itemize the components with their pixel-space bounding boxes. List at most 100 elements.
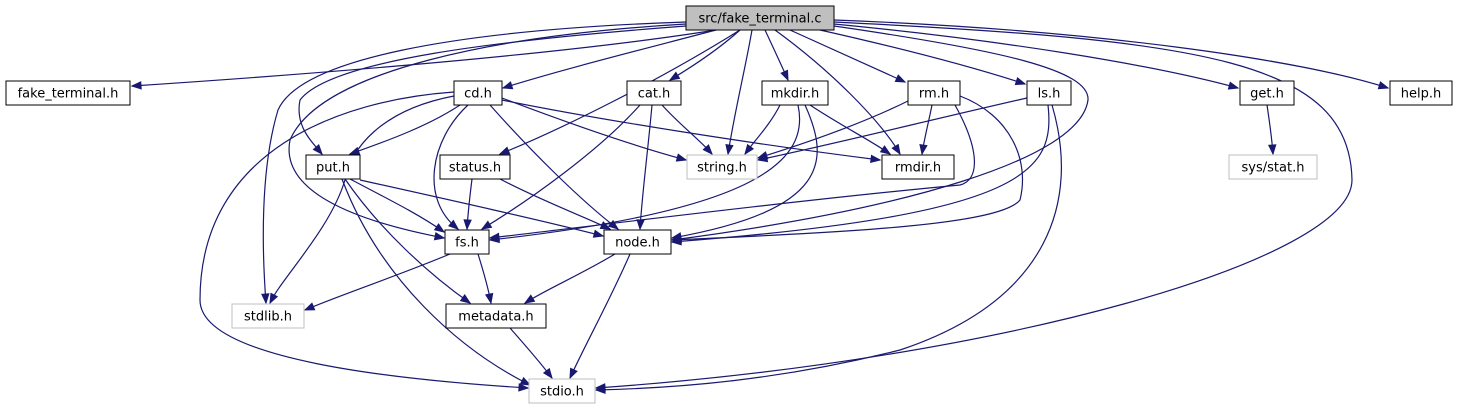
node-box [907,80,961,106]
node-mkdir-h[interactable]: mkdir.h [761,80,829,106]
edge-arrowhead [518,383,530,392]
edge-root-to-stdlib_h [261,21,687,305]
edge-put_h-to-fs_h [349,178,446,233]
edge-arrowhead [433,232,446,241]
node-sys-stat-h[interactable]: sys/stat.h [1228,154,1318,180]
edge-put_h-to-stdio_h [341,178,532,386]
edge-root-to-fake_terminal_h [130,29,717,90]
edge-arrowhead [592,229,605,238]
edge-root-to-put_h [298,25,687,156]
node-fs-h[interactable]: fs.h [444,229,490,255]
edge-line [489,104,619,230]
edge-arrowhead [879,145,892,155]
edge-arrowhead [725,143,734,156]
edge-line [595,21,1353,389]
node-box [626,80,682,106]
edge-line [833,19,1389,89]
edges-layer [130,19,1390,394]
node-node-h[interactable]: node.h [603,229,672,255]
edge-line [499,178,611,230]
edge-cd_h-to-stdio_h [199,91,530,392]
edge-line [509,327,553,379]
edge-line [727,29,753,155]
edge-fs_h-to-stdlib_h [303,253,451,311]
edge-root-to-stdio_h [594,21,1353,392]
node-fake-terminal-h[interactable]: fake_terminal.h [5,80,131,106]
edge-mkdir_h-to-rmdir_h [809,104,892,155]
edge-arrowhead [702,144,713,156]
edge-line [669,29,741,81]
edge-arrowhead [448,219,460,230]
node-box [1228,154,1318,180]
node-label: fake_terminal.h [18,87,119,102]
edge-root-to-node_h [670,25,1089,243]
edge-node_h-to-metadata_h [523,253,616,304]
node-stdio-h[interactable]: stdio.h [528,378,596,404]
edge-root-to-mkdir_h [764,29,789,82]
edge-line [341,178,531,386]
edge-arrowhead [269,292,279,305]
nodes-layer: src/fake_terminal.c fake_terminal.h cd.h… [5,5,1453,404]
node-label: sys/stat.h [1242,161,1305,176]
edge-line [809,104,891,155]
edge-line [481,104,641,230]
edge-line [569,253,631,379]
edge-arrowhead [501,81,514,90]
edge-arrowhead [870,154,882,164]
edge-arrowhead [744,143,755,156]
node-label: get.h [1250,87,1284,102]
node-label: cat.h [638,87,671,102]
node-label: string.h [697,161,747,176]
node-box [528,378,596,404]
edge-put_h-to-node_h [359,179,605,238]
node-label: stdio.h [540,385,584,400]
node-help-h[interactable]: help.h [1389,80,1453,106]
edge-arrowhead [636,219,645,231]
node-rm-h[interactable]: rm.h [907,80,961,106]
edge-root-to-get_h [833,23,1240,90]
node-box [231,303,305,329]
edge-arrowhead [312,144,323,156]
node-metadata-h[interactable]: metadata.h [445,303,547,329]
edge-get_h-to-sys_stat_h [1266,104,1277,156]
edge-arrowhead [130,81,142,90]
edge-arrowhead [1268,144,1277,156]
node-get-h[interactable]: get.h [1239,80,1295,106]
node-ls-h[interactable]: ls.h [1026,80,1072,106]
node-box [685,5,835,31]
edge-arrowhead [480,220,493,230]
edge-arrowhead [780,69,789,82]
node-label: stdlib.h [244,310,292,325]
node-put-h[interactable]: put.h [305,154,361,180]
edge-root-to-rmdir_h [774,29,901,156]
edge-arrowhead [261,293,270,305]
node-label: help.h [1401,87,1441,102]
node-string-h[interactable]: string.h [686,154,758,180]
edge-line [344,178,471,304]
node-cd-h[interactable]: cd.h [453,80,503,106]
node-box [1389,80,1453,106]
edge-arrowhead [1227,81,1240,90]
edge-arrowhead [488,232,500,242]
edge-root-to-cd_h [501,29,717,90]
node-src-fake-terminal-c[interactable]: src/fake_terminal.c [685,5,835,31]
edge-arrowhead [303,302,316,311]
edge-cd_h-to-put_h [348,104,461,155]
node-label: mkdir.h [771,87,820,102]
edge-line [757,97,1028,161]
node-stdlib-h[interactable]: stdlib.h [231,303,305,329]
edge-rm_h-to-rmdir_h [919,104,933,156]
node-rmdir-h[interactable]: rmdir.h [881,154,955,180]
edge-cd_h-to-string_h [501,97,688,162]
edge-line [349,178,445,233]
edge-ls_h-to-stdio_h [594,104,1062,394]
node-box [453,80,503,106]
edge-root-to-cat_h [668,29,741,81]
edge-line [199,91,529,389]
node-cat-h[interactable]: cat.h [626,80,682,106]
node-box [1239,80,1295,106]
edge-arrowhead [1014,77,1027,86]
edge-line [502,29,717,89]
node-status-h[interactable]: status.h [439,154,511,180]
